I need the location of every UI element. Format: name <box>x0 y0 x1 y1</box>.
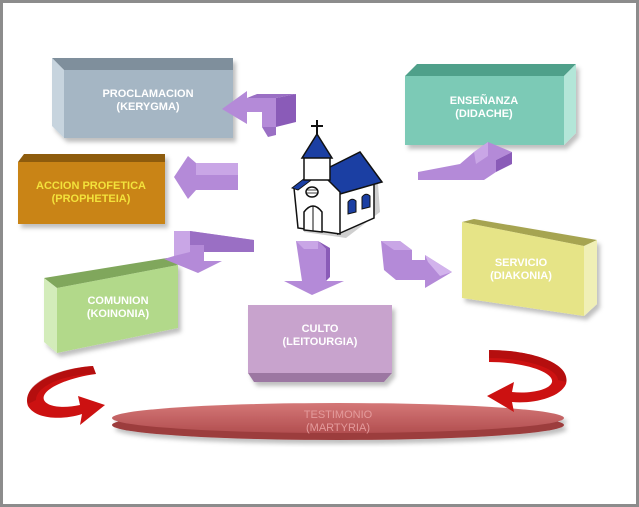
curved-arrow-left <box>26 366 105 425</box>
oval-testimonio: TESTIMONIO (MARTYRIA) <box>112 403 564 440</box>
box-ensenanza-face <box>405 76 564 145</box>
box-accion-subtitle: (PROPHETEIA) <box>52 193 131 205</box>
box-culto-subtitle: (LEITOURGIA) <box>283 336 358 348</box>
box-proclamacion-face <box>64 70 233 138</box>
diagram-svg: PROCLAMACION (KERYGMA) ENSEÑANZA (DIDACH… <box>18 58 597 440</box>
box-culto-title: CULTO <box>302 323 339 335</box>
box-servicio-title: SERVICIO <box>495 257 548 269</box>
box-accion: ACCION PROFETICA (PROPHETEIA) <box>18 154 165 224</box>
arrow-to-culto <box>284 241 344 295</box>
box-comunion-subtitle: (KOINONIA) <box>87 308 150 320</box>
arrow-to-servicio <box>381 241 452 288</box>
box-culto: CULTO (LEITOURGIA) <box>248 305 392 382</box>
oval-testimonio-subtitle: (MARTYRIA) <box>306 422 370 434</box>
box-accion-title: ACCION PROFETICA <box>36 180 146 192</box>
box-comunion-face <box>57 265 178 353</box>
oval-testimonio-face <box>112 403 564 433</box>
box-proclamacion-title: PROCLAMACION <box>102 88 193 100</box>
box-comunion: COMUNION (KOINONIA) <box>44 258 178 353</box>
church-icon <box>290 120 384 238</box>
curved-arrow-right <box>487 350 567 412</box>
box-accion-face <box>18 162 165 224</box>
arrow-to-accion <box>174 156 238 199</box>
box-proclamacion: PROCLAMACION (KERYGMA) <box>52 58 233 138</box>
oval-testimonio-title: TESTIMONIO <box>304 409 373 421</box>
box-servicio-face <box>462 222 584 316</box>
arrow-to-comunion <box>164 231 254 273</box>
box-servicio: SERVICIO (DIAKONIA) <box>462 219 597 316</box>
box-ensenanza-title: ENSEÑANZA <box>450 94 519 107</box>
arrow-to-proclamacion <box>222 91 296 137</box>
arrow-to-ensenanza <box>418 142 512 180</box>
box-ensenanza-subtitle: (DIDACHE) <box>455 108 513 120</box>
box-servicio-subtitle: (DIAKONIA) <box>490 270 552 282</box>
box-culto-face <box>248 305 392 373</box>
box-ensenanza: ENSEÑANZA (DIDACHE) <box>405 64 576 145</box>
box-proclamacion-subtitle: (KERYGMA) <box>116 101 179 113</box>
box-comunion-title: COMUNION <box>87 295 148 307</box>
